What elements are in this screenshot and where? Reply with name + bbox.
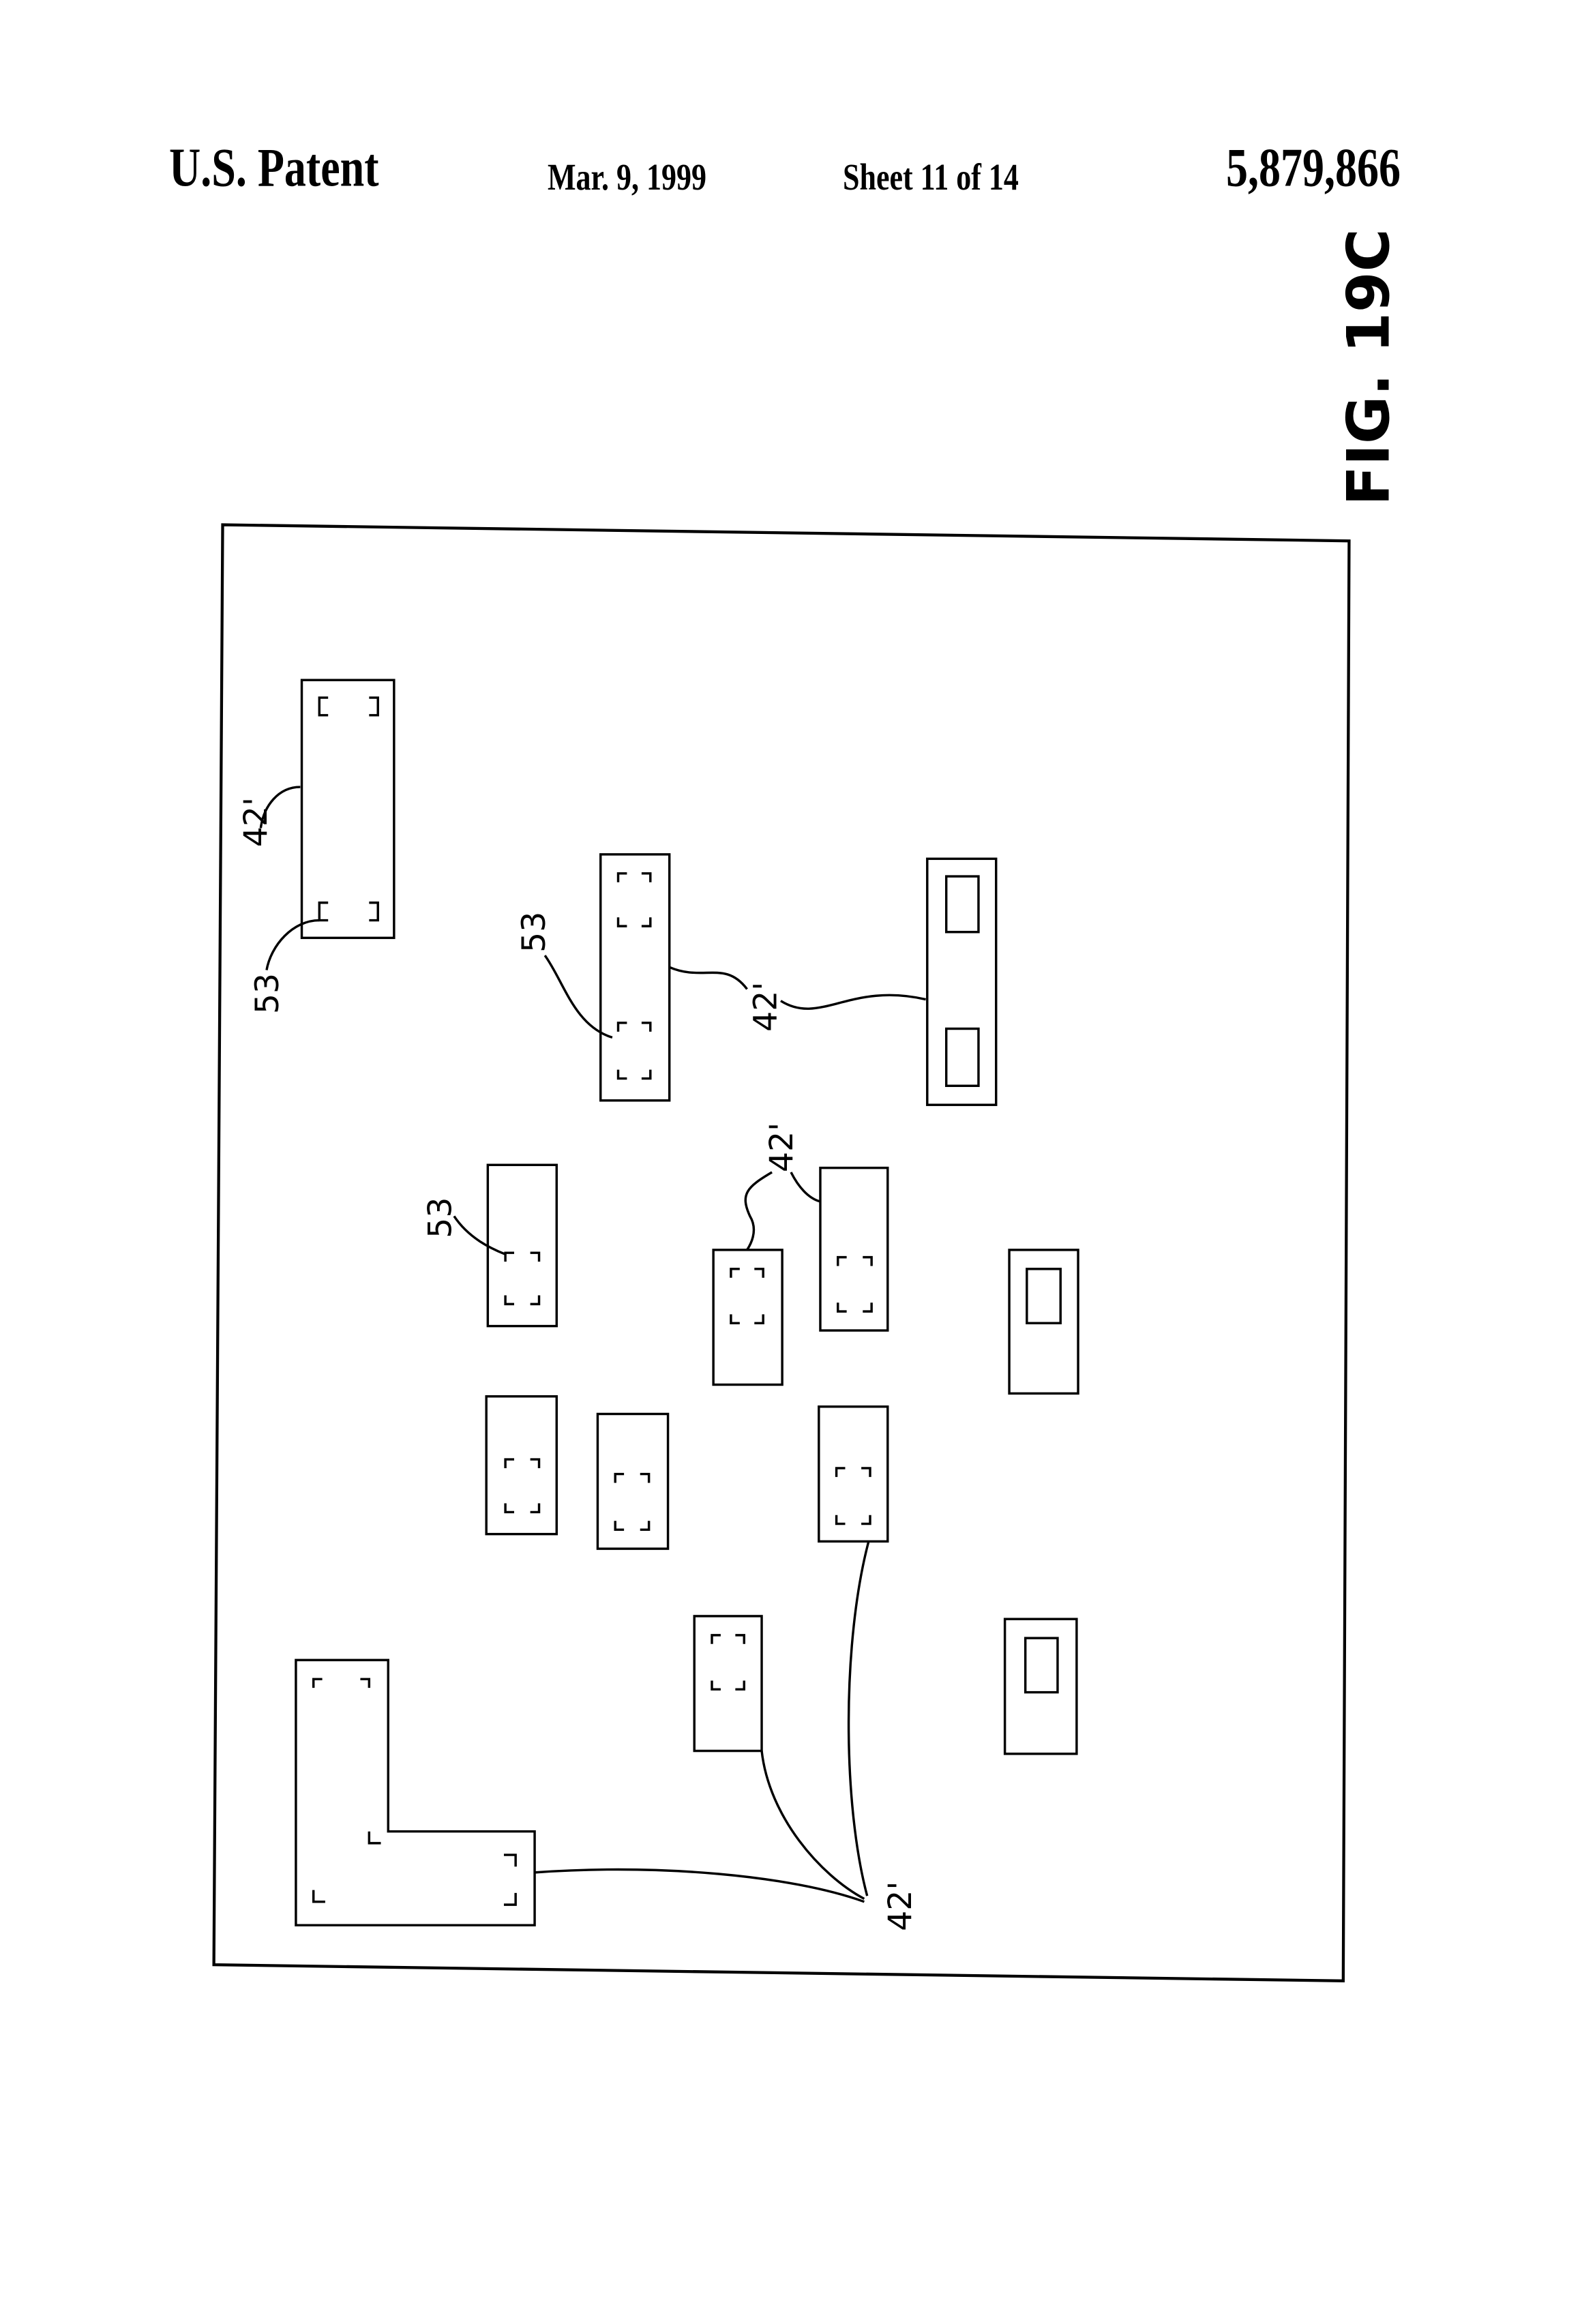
component-outline — [488, 1165, 556, 1326]
leader-line — [454, 1216, 505, 1254]
component-outline — [819, 1407, 888, 1542]
pad-corner-brackets — [838, 1257, 871, 1311]
pad-corner-brackets — [319, 698, 378, 715]
pad-corner-brackets — [319, 903, 378, 921]
pad-corner-brackets — [505, 1459, 539, 1512]
leader-line — [670, 967, 747, 989]
pad-corner-brackets — [731, 1269, 763, 1323]
leader-line — [849, 1541, 869, 1896]
pad-corner-brackets — [712, 1635, 744, 1689]
components — [296, 680, 1078, 1925]
l-shaped-component-outline — [296, 1660, 535, 1925]
solid-pad — [946, 876, 979, 932]
component-outline — [1009, 1250, 1078, 1394]
reference-label: 42' — [237, 797, 275, 847]
leader-line — [781, 995, 926, 1009]
solid-pad — [1027, 1269, 1060, 1323]
leader-line — [745, 1172, 772, 1250]
reference-label: 53 — [422, 1197, 460, 1238]
figure-label: FIG. 19C — [1334, 228, 1403, 505]
leader-line — [535, 1870, 864, 1902]
reference-label: 42' — [747, 982, 785, 1032]
leader-line — [791, 1172, 820, 1202]
reference-label: 53 — [249, 973, 286, 1014]
reference-label: 53 — [516, 912, 553, 953]
pad-corner-brackets — [615, 1474, 648, 1530]
reference-label: 42' — [882, 1881, 919, 1931]
pad-corner-brackets — [618, 874, 651, 926]
pad-corner-brackets — [314, 1679, 516, 1905]
pad-corner-brackets — [505, 1253, 539, 1304]
component-outline — [601, 854, 670, 1101]
component-outline — [1005, 1619, 1077, 1754]
component-outline — [713, 1250, 782, 1385]
pad-corner-brackets — [837, 1468, 870, 1524]
component-outline — [820, 1168, 888, 1330]
leader-line — [545, 955, 612, 1037]
solid-pad — [1026, 1638, 1058, 1692]
component-outline — [302, 680, 394, 938]
reference-label: 42' — [763, 1122, 801, 1172]
pad-corner-brackets — [618, 1023, 651, 1079]
component-outline — [927, 859, 996, 1105]
solid-pad — [946, 1029, 979, 1086]
leader-line — [267, 921, 319, 970]
component-outline — [694, 1616, 762, 1751]
component-outline — [486, 1397, 556, 1534]
component-outline — [597, 1414, 668, 1549]
